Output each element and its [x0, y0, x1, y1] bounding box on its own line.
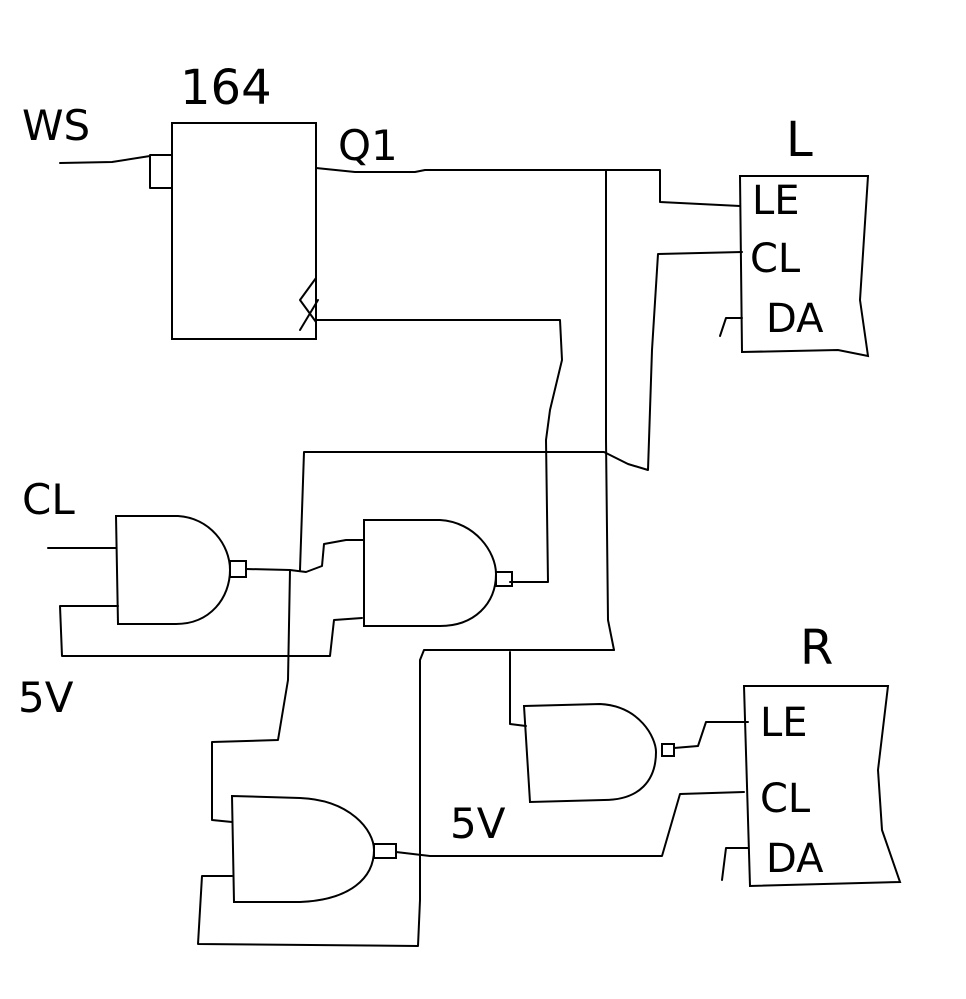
chip-164: 164: [149, 60, 319, 340]
nand-1-output-wire: [245, 539, 365, 573]
nand-1-bubble: [229, 560, 247, 578]
nand-3-feedback-wire: [197, 649, 615, 947]
latch-left-pin-cl: CL: [750, 236, 801, 282]
chip-164-clock-marker: [299, 277, 319, 331]
chip-164-label: 164: [180, 60, 272, 116]
nand-1-lower-input-wire: [59, 605, 363, 657]
chip-clock-feedback-wire: [315, 319, 563, 583]
q1-vertical-bus: [605, 169, 615, 651]
supply-left-label: 5V: [18, 673, 74, 722]
ws-input-label: WS: [22, 101, 90, 150]
q1-output-label: Q1: [338, 121, 398, 170]
nand-gate-3: [230, 794, 397, 903]
and-to-right-le-wire: [673, 721, 749, 749]
latch-left-da-stub: [719, 317, 743, 337]
latch-left-pin-da: DA: [766, 296, 824, 342]
latch-right-pin-da: DA: [766, 836, 824, 882]
latch-right-da-stub: [721, 847, 749, 881]
supply-right-label: 5V: [450, 799, 506, 848]
nand-2-bubble: [495, 571, 513, 587]
nand-gate-1: [114, 515, 247, 625]
latch-left: L LE CL DA: [738, 112, 870, 358]
latch-left-body: [738, 175, 870, 358]
nand-1-body: [114, 515, 232, 625]
latch-right-pin-le: LE: [760, 700, 808, 746]
nand-3-to-right-cl-wire: [395, 791, 745, 857]
nand-2-body: [363, 519, 498, 627]
cl-input-label: CL: [22, 475, 75, 524]
latch-right-pin-cl: CL: [760, 776, 811, 822]
latch-left-label: L: [786, 112, 813, 168]
q1-to-left-le-wire: [315, 167, 741, 207]
and-gate-bubble: [661, 743, 675, 757]
nand-3-bubble: [373, 843, 397, 859]
ws-wire: [59, 155, 151, 164]
chip-164-input-pin: [149, 154, 173, 189]
nand-1-to-nand-3-wire: [211, 569, 291, 823]
and-gate-body: [522, 702, 658, 804]
latch-right-label: R: [800, 620, 833, 676]
left-cl-wire: [299, 251, 743, 571]
nand-gate-2: [363, 519, 513, 627]
chip-164-body: [171, 122, 317, 340]
latch-right-body: [742, 685, 902, 888]
nand-3-body: [230, 794, 376, 903]
latch-left-pin-le: LE: [752, 178, 800, 224]
latch-right: R LE CL DA: [742, 620, 902, 888]
and-gate-right: [522, 702, 675, 804]
and-gate-upper-input-wire: [509, 651, 527, 727]
